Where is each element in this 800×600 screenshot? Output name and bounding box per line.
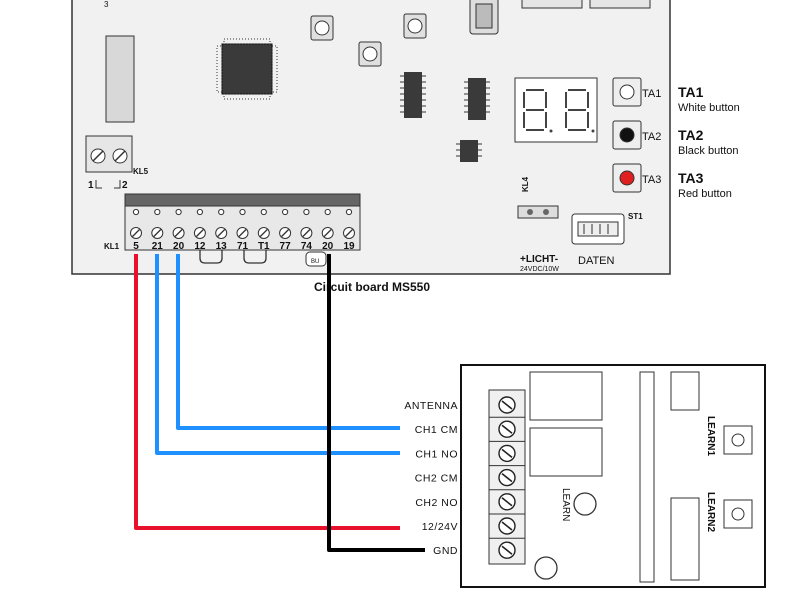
circuit-board-title: Circuit board MS550 [314, 280, 430, 294]
kl1-label: KL1 [104, 242, 120, 251]
receiver-terminal-4 [498, 468, 516, 487]
kl1-terminal-label: 20 [322, 241, 334, 252]
kl1-terminal-label: 20 [173, 241, 185, 252]
kl1-terminal-label: T1 [258, 241, 270, 252]
kl5-pin1: 1 [88, 180, 94, 191]
ta2-code: TA2 [678, 127, 704, 143]
wire-blue-ch1-cm [176, 254, 400, 430]
microcontroller-chip [216, 38, 278, 100]
receiver-terminal-3 [498, 444, 516, 463]
connector-top-1 [521, 0, 583, 9]
kl1-terminal-4: 12 [193, 208, 206, 252]
licht-label: +LICHT- [520, 254, 558, 265]
ic-chip-2 [464, 78, 490, 120]
learn-label: LEARN [560, 488, 571, 521]
learn2-label: LEARN2 [705, 492, 716, 532]
receiver-terminal-label: CH2 NO [415, 497, 458, 509]
kl5-pin2: 2 [122, 180, 128, 191]
learn1-label: LEARN1 [705, 416, 716, 456]
ta2-name: Black button [678, 145, 739, 157]
ta2-code-small: TA2 [642, 131, 661, 143]
ta1-code: TA1 [678, 84, 704, 100]
receiver-terminal-7 [498, 541, 516, 559]
ic-chip-3 [456, 140, 482, 162]
kl1-terminal-label: 5 [133, 241, 139, 252]
st1-label: ST1 [628, 212, 643, 221]
receiver-terminal-label: ANTENNA [404, 400, 458, 412]
kl5-terminal [85, 135, 133, 189]
kl1-terminal-label: 13 [216, 241, 228, 252]
receiver-terminal-2 [498, 420, 516, 438]
kl1-terminal-2: 21 [151, 208, 164, 252]
kl4-label: KL4 [521, 176, 530, 192]
corner-mark: 3 [104, 0, 109, 9]
terminal-block-kl1: 5 21 20 12 13 71 T1 77 74 20 19 BU [124, 193, 361, 267]
ic-chip-1 [400, 72, 426, 118]
kl1-terminal-3: 20 [172, 208, 185, 252]
mount-hole [534, 556, 558, 580]
kl5-label: KL5 [133, 167, 149, 176]
learn1-button[interactable] [723, 425, 753, 455]
fuse-component [105, 35, 135, 123]
circuit-board: 3 [71, 0, 671, 275]
learn-button[interactable] [573, 492, 597, 516]
ta1-code-small: TA1 [642, 88, 661, 100]
relay-1 [529, 371, 603, 421]
connector-top-2 [589, 0, 651, 9]
kl1-terminal-label: 21 [152, 241, 164, 252]
button-ta2[interactable] [612, 120, 642, 150]
jumper-text: BU [311, 259, 319, 265]
receiver-terminal-label: CH2 CM [415, 473, 458, 485]
learn2-button[interactable] [723, 499, 753, 529]
ta3-name: Red button [678, 188, 732, 200]
daten-connector [571, 213, 625, 245]
kl1-terminal-label: 12 [194, 241, 206, 252]
wires [134, 254, 425, 552]
kl1-terminal-11: 19 [343, 208, 355, 252]
licht-sub: 24VDC/10W [520, 266, 559, 273]
ta3-code-small: TA3 [642, 174, 661, 186]
kl1-terminal-9: 74 [300, 208, 313, 252]
kl1-terminal-10: 20 [321, 208, 334, 252]
tact-switch-2 [403, 13, 427, 39]
receiver-terminal-5 [498, 493, 516, 511]
seven-segment-display [514, 77, 598, 143]
ta3-code: TA3 [678, 170, 704, 186]
receiver-terminal-label: CH1 CM [415, 424, 458, 436]
kl4-connector [517, 205, 559, 219]
kl1-terminal-7: T1 [257, 208, 270, 252]
wire-blue-ch1-no [155, 254, 400, 455]
tact-switch-3 [358, 41, 382, 67]
kl1-terminal-5: 13 [215, 208, 228, 252]
kl1-terminal-1: 5 [130, 208, 142, 252]
kl1-terminal-label: 74 [301, 241, 313, 252]
receiver-module: LEARN LEARN1 LEARN2 [460, 364, 766, 588]
button-ta3[interactable] [612, 163, 642, 193]
receiver-terminal-label: 12/24V [422, 521, 458, 533]
daten-label: DATEN [578, 255, 615, 267]
relay-2 [529, 427, 603, 477]
tact-switch-1 [310, 15, 334, 41]
receiver-terminal-label: GND [433, 545, 458, 557]
kl1-terminal-6: 71 [236, 208, 249, 252]
kl1-terminal-label: 71 [237, 241, 249, 252]
receiver-terminal-6 [498, 517, 516, 535]
ta1-name: White button [678, 102, 740, 114]
receiver-terminal-1 [498, 396, 516, 414]
kl1-terminal-label: 77 [280, 241, 292, 252]
wire-red-power [134, 254, 400, 530]
kl1-terminal-8: 77 [279, 208, 292, 252]
kl1-terminal-label: 19 [343, 241, 355, 252]
receiver-terminal-label: CH1 NO [415, 448, 458, 460]
button-ta1[interactable] [612, 77, 642, 107]
wire-black-gnd [327, 254, 425, 552]
